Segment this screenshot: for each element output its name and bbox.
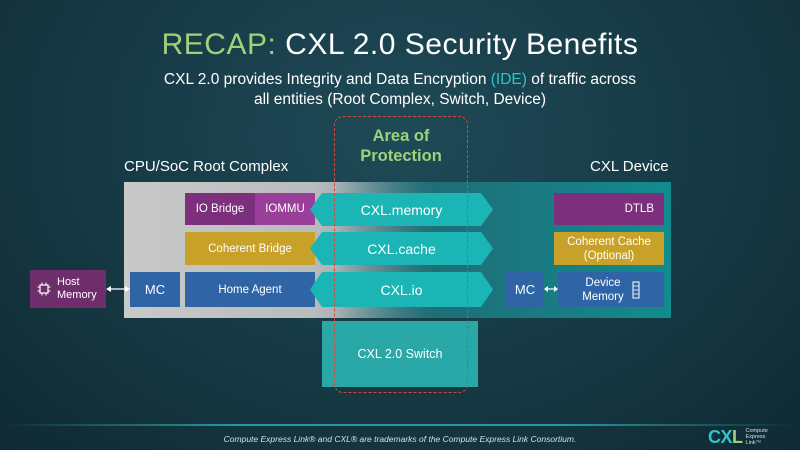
- logo-text: Compute Express Link™: [746, 428, 774, 446]
- logo-text-line1: Compute: [745, 428, 768, 434]
- root-mc-block: MC: [130, 272, 180, 307]
- home-agent-label: Home Agent: [218, 283, 282, 296]
- device-mc-label: MC: [514, 281, 536, 297]
- io-bridge-label: IO Bridge: [195, 203, 245, 215]
- cxl-switch-label: CXL 2.0 Switch: [357, 347, 443, 361]
- device-title: CXL Device: [590, 158, 669, 175]
- memory-chip-icon: [37, 282, 51, 296]
- coherent-bridge-block: Coherent Bridge: [185, 232, 315, 265]
- subtitle-line1-post: of traffic across: [531, 71, 637, 88]
- device-memory-label: Device Memory: [582, 276, 624, 304]
- slide-subtitle: CXL 2.0 provides Integrity and Data Encr…: [110, 70, 690, 110]
- dtlb-block: DTLB: [554, 193, 664, 225]
- device-mc-link-arrow-icon: [544, 286, 558, 292]
- home-agent-block: Home Agent: [185, 272, 315, 307]
- logo-mark: CXL: [708, 427, 743, 448]
- host-memory-label: Host Memory: [57, 276, 97, 302]
- protection-line1: Area of: [372, 127, 430, 145]
- logo-mark-l: L: [732, 426, 743, 447]
- memory-module-icon: [632, 281, 640, 298]
- device-mc-block: MC: [506, 272, 544, 307]
- cxl-io-arrow: CXL.io: [310, 272, 493, 307]
- root-mc-label: MC: [144, 281, 166, 297]
- host-memory-line1: Host: [57, 276, 80, 288]
- iommu-block: IOMMU: [255, 193, 315, 225]
- protection-line2: Protection: [360, 147, 442, 165]
- area-of-protection-outline: [334, 116, 468, 393]
- dtlb-label: DTLB: [624, 203, 654, 215]
- host-memory-block: Host Memory: [30, 270, 106, 308]
- iommu-label: IOMMU: [265, 203, 305, 215]
- footer-trademark: Compute Express Link® and CXL® are trade…: [223, 434, 577, 444]
- title-main: CXL 2.0 Security Benefits: [285, 28, 639, 61]
- logo-text-line3: Link™: [745, 440, 762, 446]
- cxl-io-label: CXL.io: [380, 281, 423, 298]
- io-bridge-block: IO Bridge: [185, 193, 255, 225]
- cxl-switch-block: CXL 2.0 Switch: [322, 321, 478, 387]
- root-complex-title: CPU/SoC Root Complex: [124, 158, 289, 175]
- cxl-cache-arrow: CXL.cache: [310, 232, 493, 265]
- coherent-cache-line2: (Optional): [583, 249, 635, 262]
- subtitle-ide: (IDE): [490, 71, 527, 88]
- cxl-memory-label: CXL.memory: [360, 201, 443, 218]
- subtitle-line2: all entities (Root Complex, Switch, Devi…: [253, 91, 547, 108]
- cxl-memory-arrow: CXL.memory: [310, 193, 493, 226]
- subtitle-line1-pre: CXL 2.0 provides Integrity and Data Encr…: [163, 71, 487, 88]
- footer-divider: [0, 424, 800, 426]
- title-prefix: RECAP:: [161, 28, 277, 61]
- coherent-cache-line1: Coherent Cache: [567, 235, 651, 248]
- host-memory-line2: Memory: [57, 289, 97, 301]
- cxl-logo: CXL Compute Express Link™: [708, 427, 774, 448]
- area-of-protection-label: Area of Protection: [334, 126, 468, 166]
- device-memory-line2: Memory: [582, 290, 624, 303]
- cxl-cache-label: CXL.cache: [367, 240, 436, 257]
- host-mc-link-arrow-icon: [106, 286, 130, 292]
- device-memory-block: Device Memory: [558, 272, 664, 307]
- slide-title: RECAP: CXL 2.0 Security Benefits: [0, 28, 800, 62]
- coherent-bridge-label: Coherent Bridge: [208, 242, 292, 255]
- coherent-cache-block: Coherent Cache (Optional): [554, 232, 664, 265]
- device-memory-line1: Device: [585, 276, 621, 289]
- logo-mark-cx: CX: [708, 426, 733, 447]
- logo-text-line2: Express: [745, 434, 766, 440]
